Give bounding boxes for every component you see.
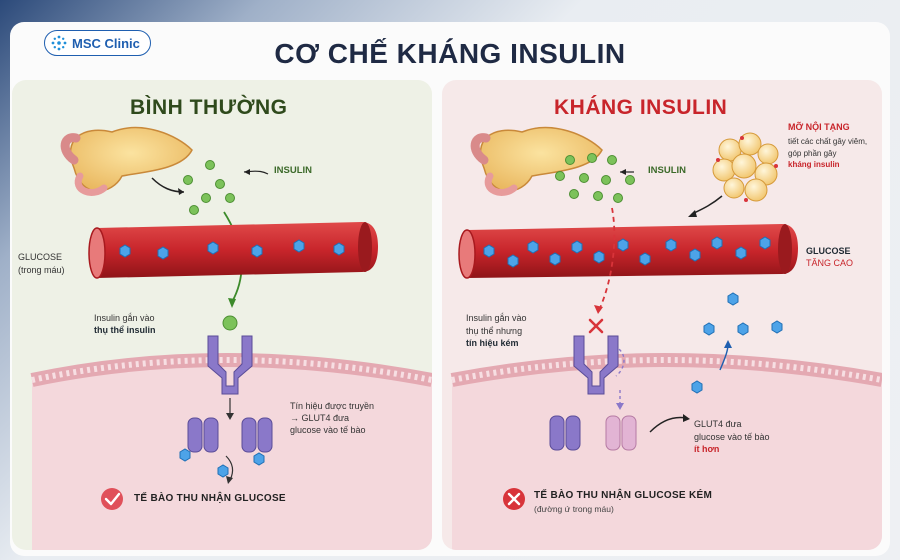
glucose-molecules-blood — [119, 239, 345, 260]
fat-line3: kháng insulin — [788, 160, 840, 169]
fat-line2: góp phần gây — [788, 149, 837, 158]
resistant-binding-line3: tín hiệu kém — [466, 338, 519, 348]
resistant-glucose-label: GLUCOSE — [806, 246, 851, 256]
normal-signal-line2: → GLUT4 đưa — [290, 413, 350, 423]
cross-icon — [503, 488, 525, 510]
normal-signal-line1: Tín hiệu được truyền — [290, 401, 374, 411]
resistant-binding-line2: thụ thể nhưng — [466, 326, 523, 336]
resistant-status: TẾ BÀO THU NHẬN GLUCOSE KÉM — [534, 490, 713, 501]
glut4-transporter — [187, 417, 273, 453]
insulin-molecules — [183, 160, 235, 215]
resistant-binding-line1: Insulin gắn vào — [466, 313, 527, 323]
glut-line2: glucose vào tế bào — [694, 432, 770, 442]
fat-cell-icon — [712, 132, 779, 202]
glucose-molecules-free — [691, 292, 783, 394]
page-title: CƠ CHẾ KHÁNG INSULIN — [274, 38, 626, 69]
normal-signal-line3: glucose vào tế bào — [290, 425, 366, 435]
glucose-molecules-cell — [179, 448, 265, 478]
resistant-heading: KHÁNG INSULIN — [554, 96, 728, 119]
normal-glucose-label: GLUCOSE — [18, 252, 63, 262]
normal-heading: BÌNH THƯỜNG — [130, 96, 288, 119]
normal-glucose-sub: (trong máu) — [18, 265, 65, 275]
insulin-receptor — [207, 315, 253, 395]
check-icon — [101, 488, 123, 510]
cell — [30, 353, 432, 550]
glut-line3: ít hơn — [694, 444, 720, 454]
cell — [450, 353, 882, 550]
normal-binding-line2: thụ thể insulin — [94, 325, 156, 335]
blood-vessel — [458, 224, 798, 279]
insulin-receptor — [573, 318, 619, 395]
pancreas-icon — [60, 127, 193, 196]
pancreas-icon — [470, 127, 603, 196]
resistant-illustration — [450, 127, 882, 550]
normal-binding-line1: Insulin gắn vào — [94, 313, 155, 323]
normal-insulin-label: INSULIN — [274, 165, 312, 176]
resistant-glucose-high: TĂNG CAO — [806, 258, 854, 268]
brand-name: MSC Clinic — [72, 35, 140, 51]
brand-logo: MSC Clinic — [44, 30, 151, 56]
panel-resistant: KHÁNG INSULIN INSULIN MỠ NỘI TẠNG tiết c… — [442, 80, 882, 550]
normal-status: TẾ BÀO THU NHẬN GLUCOSE — [134, 493, 286, 504]
fat-line1: tiết các chất gây viêm, — [788, 137, 868, 146]
clinic-logo-icon — [51, 35, 67, 51]
resistant-status-sub: (đường ứ trong máu) — [534, 504, 614, 514]
resistant-insulin-label: INSULIN — [648, 165, 686, 176]
glut4-transporter — [549, 415, 637, 451]
normal-illustration — [30, 127, 432, 550]
blood-vessel — [88, 222, 378, 279]
panel-normal: BÌNH THƯỜNG INSULIN GLUCOSE (trong máu) … — [12, 80, 432, 550]
glut-line1: GLUT4 đưa — [694, 419, 742, 429]
insulin-molecules — [555, 153, 635, 203]
fat-title: MỠ NỘI TẠNG — [788, 122, 850, 132]
glucose-molecules-blood — [483, 236, 771, 268]
